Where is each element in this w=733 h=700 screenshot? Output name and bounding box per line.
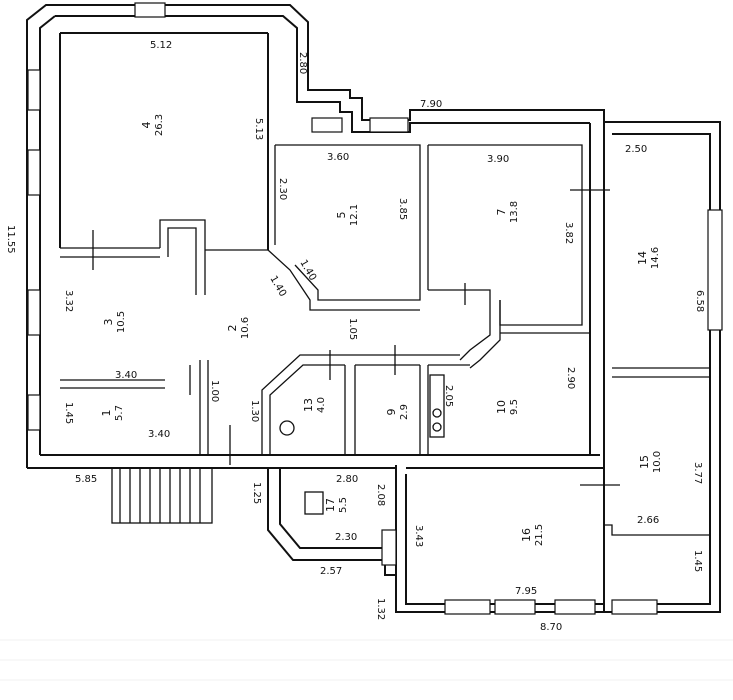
room-3-label: 3 10.5 <box>102 311 127 333</box>
windows <box>27 2 723 615</box>
room-number: 9 <box>385 409 398 416</box>
dimension-label: 2.80 <box>297 52 308 74</box>
dimension-label: 2.57 <box>320 566 342 577</box>
room-area: 13.8 <box>509 201 520 223</box>
dimension-label: 2.66 <box>637 515 659 526</box>
room-area: 12.1 <box>349 204 360 226</box>
room-7-label: 7 13.8 <box>495 201 520 223</box>
dimension-label: 2.90 <box>565 367 576 389</box>
room-10-label: 10 9.5 <box>495 399 520 415</box>
room-14-label: 14 14.6 <box>636 247 661 269</box>
dimension-label: 1.40 <box>267 274 288 299</box>
dimension-label: 2.80 <box>336 474 358 485</box>
sink-icon <box>304 491 324 515</box>
dimension-label: 5.13 <box>253 118 264 140</box>
dimension-label: 5.85 <box>75 474 97 485</box>
toilet-icon <box>279 420 295 436</box>
room-13-label: 13 4.0 <box>302 397 327 413</box>
room-2-label: 2 10.6 <box>226 317 251 339</box>
room-area: 10.6 <box>240 317 251 339</box>
room-4-label: 4 26.3 <box>140 114 165 136</box>
room-number: 13 <box>302 398 315 412</box>
dimension-label: 3.60 <box>327 152 349 163</box>
room-area: 26.3 <box>154 114 165 136</box>
dimension-label: 1.45 <box>63 402 74 424</box>
dimension-label: 3.77 <box>692 462 703 484</box>
dimension-label: 3.32 <box>63 290 74 312</box>
dimension-label: 3.85 <box>397 198 408 220</box>
room-16-label: 16 21.5 <box>520 524 545 546</box>
dimension-label: 1.25 <box>251 482 262 504</box>
dimension-label: 1.30 <box>249 400 260 422</box>
room-area: 10.0 <box>652 451 663 473</box>
dimension-label: 7.95 <box>515 586 537 597</box>
exterior-walls <box>26 4 721 613</box>
room-number: 3 <box>102 319 115 326</box>
stairs <box>111 467 213 524</box>
room-5-label: 5 12.1 <box>335 204 360 226</box>
dimension-label: 3.82 <box>563 222 574 244</box>
dimension-label: 7.90 <box>420 99 442 110</box>
dimension-label: 5.12 <box>150 40 172 51</box>
room-number: 17 <box>324 498 337 512</box>
room-labels: 4 26.3 5 12.1 7 13.8 14 14.6 3 10.5 2 10… <box>100 114 663 546</box>
dimension-label: 3.43 <box>413 525 424 547</box>
room-area: 2.9 <box>399 404 410 420</box>
room-area: 5.5 <box>338 497 349 513</box>
room-9-label: 9 2.9 <box>385 404 410 420</box>
room-area: 4.0 <box>316 397 327 413</box>
dimension-label: 2.30 <box>335 532 357 543</box>
room-number: 5 <box>335 212 348 219</box>
dimension-label: 2.50 <box>625 144 647 155</box>
room-number: 4 <box>140 122 153 129</box>
room-area: 10.5 <box>116 311 127 333</box>
stove-icon <box>429 374 445 438</box>
dimension-label: 3.40 <box>148 429 170 440</box>
room-1-label: 1 5.7 <box>100 405 125 421</box>
dimension-label: 8.70 <box>540 622 562 633</box>
room-number: 7 <box>495 209 508 216</box>
room-number: 16 <box>520 528 533 542</box>
room-area: 9.5 <box>509 399 520 415</box>
dimension-labels: 5.12 2.80 7.90 5.13 3.60 3.90 2.50 2.30 … <box>5 40 705 633</box>
dimension-label: 1.45 <box>692 550 703 572</box>
dimension-label: 2.08 <box>375 484 386 506</box>
dimension-label: 1.00 <box>209 380 220 402</box>
dimension-label: 2.05 <box>443 385 454 407</box>
dimension-label: 6.58 <box>694 290 705 312</box>
room-number: 10 <box>495 400 508 414</box>
dimension-label: 3.40 <box>115 370 137 381</box>
interior-partitions <box>60 144 710 536</box>
dimension-label: 11.55 <box>5 225 16 254</box>
dimension-label: 1.32 <box>375 598 386 620</box>
room-area: 14.6 <box>650 247 661 269</box>
room-area: 21.5 <box>534 524 545 546</box>
dimension-label: 2.30 <box>277 178 288 200</box>
room-number: 2 <box>226 325 239 332</box>
room-area: 5.7 <box>114 405 125 421</box>
room-15-label: 15 10.0 <box>638 451 663 473</box>
dimension-label: 3.90 <box>487 154 509 165</box>
room-17-label: 17 5.5 <box>324 497 349 513</box>
room-number: 15 <box>638 455 651 469</box>
paper-grid <box>0 639 733 681</box>
room-number: 14 <box>636 251 649 265</box>
dimension-label: 1.05 <box>347 318 358 340</box>
room-number: 1 <box>100 410 113 417</box>
